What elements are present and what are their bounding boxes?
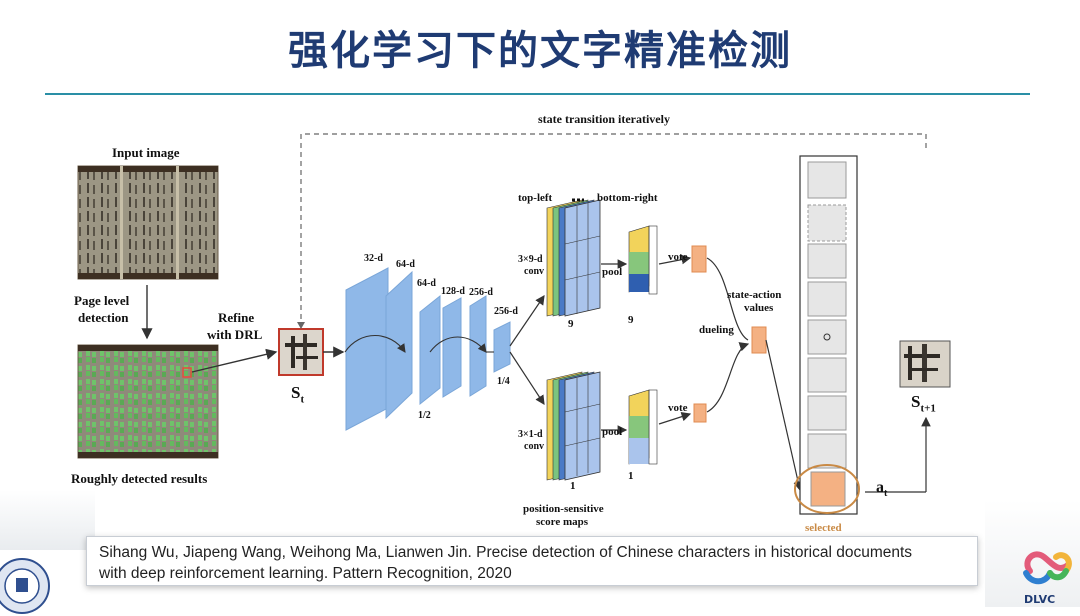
conv-bot-label-1: 3×1-d [518,429,543,440]
dueling-merge [706,257,803,492]
position-sensitive-label-2: score maps [536,516,589,528]
input-image [77,165,219,280]
top-left-label: top-left [518,192,553,204]
detected-image [77,344,219,459]
bottom-right-label: bottom-right [597,192,658,204]
state-st-crop [278,328,324,376]
at-label: at [876,479,888,500]
bottom-pooled-map [601,389,707,465]
bottom-score-maps [546,371,601,481]
nine-label-b: 9 [628,314,634,326]
scale-half: 1/2 [418,410,431,421]
state-transition-loop [297,133,927,329]
conv-bot-label-2: conv [524,441,544,452]
input-image-label: Input image [112,145,180,160]
state-action-label-1: state-action [727,289,782,301]
roughly-detected-label: Roughly detected results [71,471,208,486]
left-watermark-band [0,490,95,550]
pool-top-label: pool [602,266,623,278]
page-level-label-1: Page level [74,293,130,308]
conv-top-label-1: 3×9-d [518,254,543,265]
vote-bot-label: vote [668,402,688,414]
page-level-label-2: detection [78,310,129,325]
conv-dim-64a: 64-d [396,259,415,270]
conv-dim-256b: 256-d [494,306,518,317]
conv-top-label-2: conv [524,266,544,277]
state-transition-label: state transition iteratively [538,112,670,126]
citation-line-1: Sihang Wu, Jiapeng Wang, Weihong Ma, Lia… [99,544,913,561]
university-logo [0,558,50,614]
state-st1-crop [899,340,951,388]
one-label-a: 1 [570,480,576,492]
brand-label: DLVC [1024,593,1056,606]
position-sensitive-label-1: position-sensitive [523,503,604,515]
slide-title: 强化学习下的文字精准检测 [288,28,792,74]
conv-dim-256a: 256-d [469,287,493,298]
refine-label-2: with DRL [207,327,263,342]
pool-bot-label: pool [602,426,623,438]
citation-line-2: with deep reinforcement learning. Patter… [99,565,512,582]
vote-top-label: vote [668,251,688,263]
title-divider [45,93,1030,95]
conv-dim-64b: 64-d [417,278,436,289]
top-score-maps [546,198,601,317]
state-action-label-2: values [744,302,774,314]
nine-label-a: 9 [568,318,574,330]
one-label-b: 1 [628,470,634,482]
conv-dim-128: 128-d [441,286,465,297]
top-pooled-map [601,225,707,295]
action-candidates [794,155,931,515]
conv-layers [344,267,545,431]
refine-label-1: Refine [218,310,255,325]
st-label: St [291,383,305,406]
dueling-label: dueling [699,324,734,336]
dlvc-logo [1023,551,1072,585]
st1-label: St+1 [911,392,936,415]
conv-dim-32: 32-d [364,253,383,264]
citation-box: Sihang Wu, Jiapeng Wang, Weihong Ma, Lia… [86,536,978,586]
scale-quarter: 1/4 [497,376,510,387]
selected-label: selected [805,522,842,534]
